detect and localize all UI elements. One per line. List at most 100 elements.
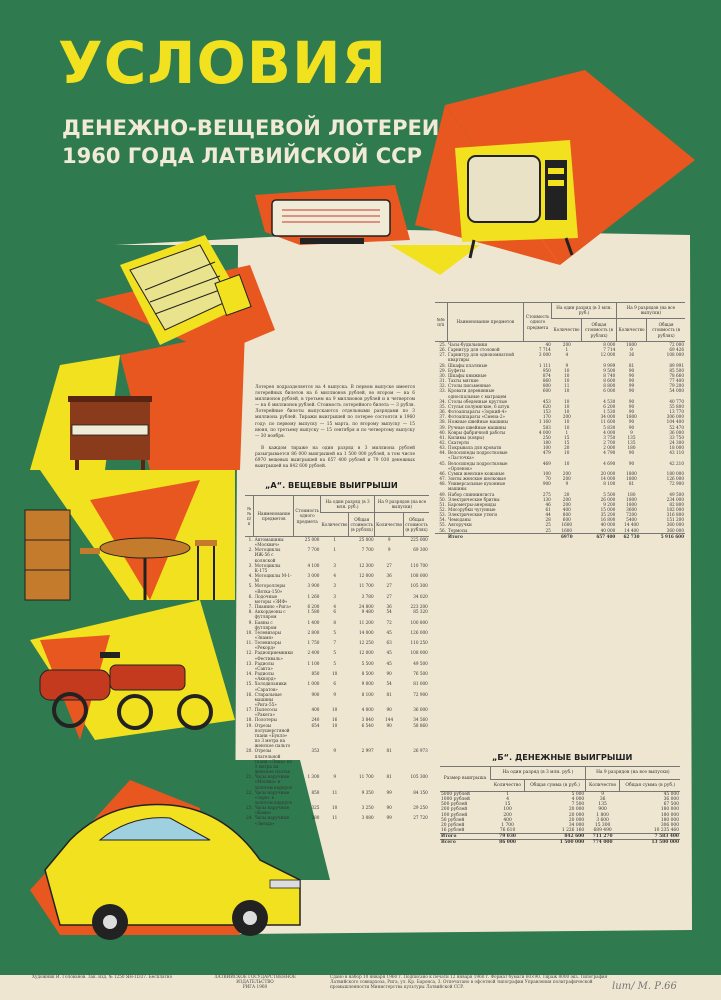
table-cell: Отрезы плательной ткани «Лика» по 3 метр… [254, 748, 293, 775]
table-cell: 180 [542, 439, 551, 445]
table-cell: 9 480 [361, 609, 374, 615]
table-cell: 3 840 [361, 717, 374, 723]
table-cell: 234 000 [666, 496, 684, 502]
table-cell: 49 500 [669, 491, 684, 497]
table-total-cell [435, 532, 448, 539]
table-cell: 6 540 [361, 722, 374, 728]
table-cell: 56. [439, 527, 447, 533]
table-cell: 10 [564, 367, 570, 373]
table-cell: 90 [628, 450, 635, 456]
table-cell: 20 [564, 491, 570, 497]
table-cell: 5 500 [361, 660, 374, 666]
table-cell: 3 900 [307, 583, 320, 589]
piano-illustration [68, 396, 152, 470]
table-cell: 99 [386, 789, 392, 795]
header-group-2: На 9 разрядов (на все выпуски) [374, 495, 429, 513]
table-total-cell: 79 030 [490, 833, 525, 840]
table-cell: 78 660 [669, 372, 684, 378]
car-illustration [44, 803, 301, 940]
table-total-cell: 13 500 000 [619, 839, 680, 846]
table-cell: 30. [439, 372, 447, 378]
table-cell: 69 426 [669, 347, 684, 353]
table-cell: 4 000 [361, 707, 374, 713]
table-cell: Фотоаппараты «Зоркий-4» [448, 409, 507, 415]
table-cell: 130 [542, 496, 551, 502]
table-cell: 40 [545, 342, 551, 347]
table-cell: 90 [628, 388, 635, 394]
table-cell: 90 [628, 419, 635, 425]
table-cell: 180 000 [660, 812, 679, 818]
table-cell: 8 600 [603, 378, 616, 384]
table-total-cell: 5 916 600 [646, 532, 685, 539]
table-cell: Электрические бритвы [448, 496, 500, 502]
table-cell: 8 000 [603, 342, 616, 347]
table-cell: 860 [542, 378, 551, 384]
table-cell: 182 000 [666, 507, 684, 512]
table-cell: 4 000 [538, 429, 551, 435]
table-cell: Столы обеденные круглые [448, 398, 508, 404]
table-cell: 18. [246, 717, 253, 723]
table-cell: 1000 рублей [441, 797, 470, 803]
table-cell: 77 400 [669, 378, 684, 384]
table-cell: 29. [439, 367, 447, 373]
intro-paragraph: Лотерея подразделяется на 4 выпуска. В п… [255, 385, 415, 439]
table-cell: 76 500 [413, 671, 428, 677]
table-total-cell: 774 000 [585, 839, 620, 846]
table-cell: 20 000 [600, 470, 616, 476]
table-cell: 40. [439, 429, 447, 435]
table-cell: 1600 [561, 527, 573, 533]
table-cell: 4. [248, 573, 253, 579]
table-cell: 12 300 [358, 562, 374, 568]
table-row: 20.Отрезы плательной ткани «Лика» по 3 м… [245, 748, 429, 774]
table-cell: 4 530 [603, 398, 616, 404]
table-cell: 874 [542, 372, 551, 378]
table-cell: Радиолы «Сакта» [254, 660, 274, 671]
table-cell: 135 [627, 439, 636, 445]
table-cell: 110 250 [410, 640, 428, 646]
table-cell: 43. [439, 445, 447, 451]
table-cell: 1800 [626, 342, 637, 347]
table-cell: 26 000 [600, 496, 616, 502]
table-cell: 20 рублей [441, 822, 465, 828]
table-cell: 9 [601, 792, 604, 797]
table-cell: 10. [246, 629, 253, 635]
table-cell: Мотороллеры «Вятка-150» [254, 583, 286, 594]
table-cell: 1800 [626, 501, 637, 507]
table-cell: Универсальные кухонные машины [448, 481, 506, 492]
table-cell: Мотоциклы ИЖ-56 с коляской [254, 547, 281, 563]
table-cell: 4 [333, 604, 337, 610]
table-cell: Термосы [448, 527, 468, 533]
table-cell: 11 [332, 815, 338, 821]
table-cell: 35 200 [600, 512, 616, 518]
table-cell: 85 500 [669, 367, 684, 373]
table-cell: 20 000 [568, 817, 585, 823]
table-cell: 100 [542, 470, 551, 476]
table-cell: Кровати деревянные односпальные с матрац… [448, 388, 507, 399]
table-cell: 6 [333, 609, 337, 615]
table-cell: 55. [439, 522, 447, 528]
table-cell: 90 [628, 460, 635, 466]
table-cell: 82 800 [669, 501, 684, 507]
radio-illustration [255, 185, 410, 245]
table-cell: 25 000 [304, 537, 320, 542]
table-cell: 10 [564, 424, 570, 430]
table-cell: 1 750 [307, 640, 320, 646]
table-cell: 36 [386, 573, 392, 579]
table-cell: 47. [439, 476, 447, 482]
table-cell: 9 200 [603, 501, 616, 507]
table-cell: 108 000 [666, 352, 684, 358]
table-cell: 7 700 [361, 547, 374, 553]
table-cell: 90 [628, 372, 635, 378]
footer-center: ЛАТВИЙСКОЕ ГОСУДАРСТВЕННОЕ ИЗДАТЕЛЬСТВО … [195, 974, 315, 990]
table-cell: 1 [506, 792, 509, 797]
